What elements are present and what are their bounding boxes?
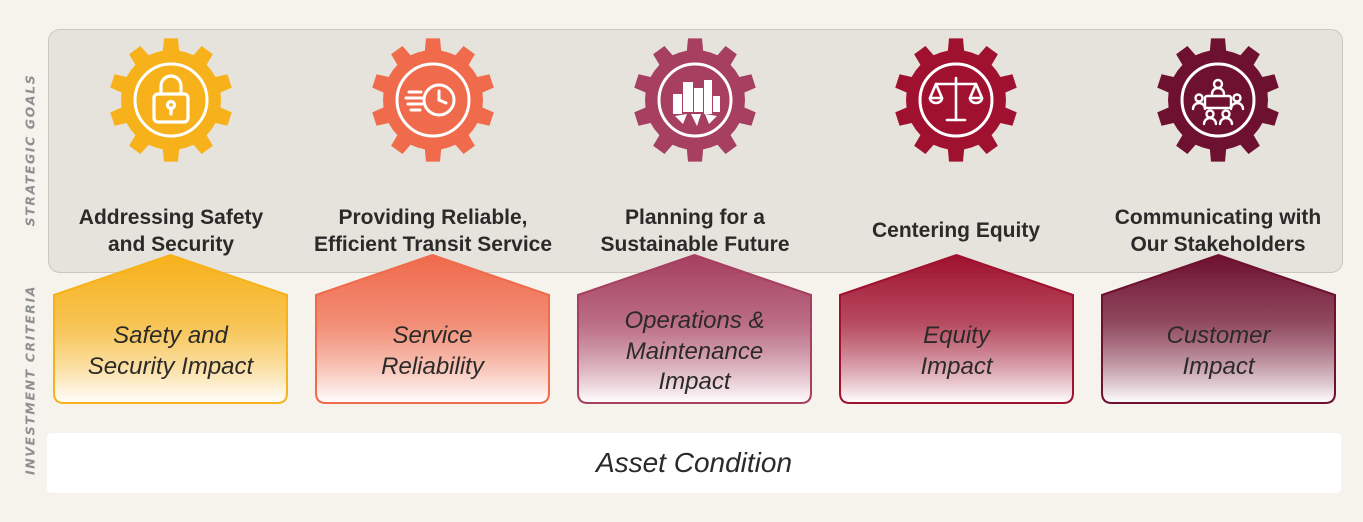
padlock-icon (110, 38, 232, 162)
asset-condition-bar: Asset Condition (47, 433, 1341, 493)
criterion-arrow-shape (577, 253, 812, 404)
criterion-title: Equity Impact (920, 322, 993, 380)
goal-title: Communicating with Our Stakeholders (1114, 205, 1322, 256)
goal-communicating-stakeholders: Communicating with Our Stakeholders (1087, 36, 1349, 276)
gear-shape (1157, 38, 1279, 162)
criterion-operations-maintenance-impact: Operations & Maintenance Impact (577, 253, 812, 405)
criterion-safety-security-impact: Safety and Security Impact (53, 253, 288, 405)
criterion-customer-impact: Customer Impact (1101, 253, 1336, 405)
criterion-arrow-path (839, 253, 1074, 404)
criterion-equity-impact: Equity Impact (839, 253, 1074, 405)
criterion-title: Customer Impact (1166, 322, 1271, 380)
clock-speed-icon (372, 38, 494, 162)
gear-inner-ring (918, 62, 994, 138)
people-meeting-icon (1157, 38, 1279, 162)
criterion-arrow-shape (315, 253, 550, 404)
criterion-arrow-path (1101, 253, 1336, 404)
goal-title: Planning for a Sustainable Future (600, 205, 790, 256)
goal-sustainable-future: Planning for a Sustainable Future (564, 36, 826, 276)
gear-shape (372, 38, 494, 162)
criterion-title: Operations & Maintenance Impact (624, 306, 765, 396)
criterion-title: Safety and Security Impact (87, 322, 254, 380)
gear-inner-ring (657, 62, 733, 138)
strategic-goals-label: STRATEGIC GOALS (22, 73, 38, 227)
criterion-arrow-shape (53, 253, 288, 404)
goal-reliable-service: Providing Reliable, Efficient Transit Se… (302, 36, 564, 276)
scales-icon (895, 38, 1017, 162)
goal-title: Providing Reliable, Efficient Transit Se… (313, 205, 553, 256)
investment-criteria-label: INVESTMENT CRITERIA (22, 284, 38, 476)
criterion-arrow-shape (1101, 253, 1336, 404)
goal-title: Addressing Safety and Security (78, 205, 264, 256)
criterion-arrow-path (577, 253, 812, 404)
goal-title: Centering Equity (871, 219, 1040, 243)
goal-safety-security: Addressing Safety and Security (40, 36, 302, 276)
asset-condition-label: Asset Condition (595, 447, 793, 478)
gear-inner-ring (1180, 62, 1256, 138)
criterion-arrow-path (315, 253, 550, 404)
criterion-service-reliability: Service Reliability (315, 253, 550, 405)
criterion-title: Service Reliability (381, 322, 484, 380)
gear-inner-ring (395, 62, 471, 138)
criterion-arrow-path (53, 253, 288, 404)
criterion-arrow-shape (839, 253, 1074, 404)
goal-centering-equity: Centering Equity (825, 36, 1087, 276)
city-icon (634, 38, 756, 162)
gear-inner-ring (133, 62, 209, 138)
